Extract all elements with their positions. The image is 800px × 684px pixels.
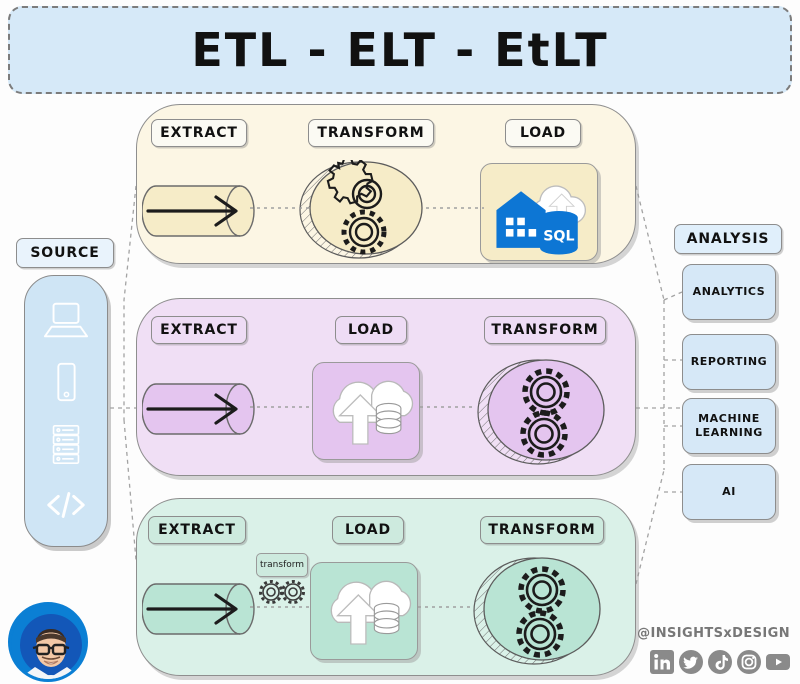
diagram-title-banner: ETL - ELT - EtLT — [8, 6, 792, 94]
youtube-icon[interactable] — [766, 650, 790, 674]
twitter-icon[interactable] — [679, 650, 703, 674]
instagram-icon[interactable] — [737, 650, 761, 674]
smartphone-icon — [57, 363, 76, 402]
dots-etl-2 — [426, 207, 484, 209]
page-title: ETL - ELT - EtLT — [191, 23, 609, 77]
analysis-item-ai[interactable]: AI — [682, 464, 776, 520]
dots-etlt-1 — [250, 606, 310, 608]
svg-text:SQL: SQL — [543, 228, 574, 244]
stage-label-elt-extract: EXTRACT — [151, 316, 247, 344]
pipe-arrow-icon-etlt — [142, 583, 255, 635]
linkedin-icon[interactable] — [650, 650, 674, 674]
mini-transform-label: transform — [256, 553, 308, 577]
stage-label-etl-extract: EXTRACT — [151, 119, 247, 147]
gears-disc-icon-etlt — [473, 557, 601, 665]
tiktok-icon[interactable] — [708, 650, 732, 674]
server-rack-icon — [52, 424, 80, 464]
analysis-item-reporting[interactable]: REPORTING — [682, 334, 776, 390]
load-icon-box-etlt — [310, 562, 418, 660]
dots-elt-2 — [420, 406, 476, 408]
gears-disc-icon-etl — [299, 160, 423, 259]
dots-elt-1 — [250, 406, 312, 408]
avatar — [8, 602, 88, 682]
stage-label-etl-load: LOAD — [505, 119, 581, 147]
load-icon-box-etl: SQL — [480, 163, 598, 261]
cloud-upload-db-icon-etlt — [330, 580, 412, 645]
mini-gears-icon — [259, 580, 305, 604]
dots-etlt-2 — [418, 606, 474, 608]
social-handle: @INSIGHTSxDESIGN — [637, 626, 790, 641]
stage-label-elt-load: LOAD — [335, 316, 407, 344]
stage-label-etlt-transform: TRANSFORM — [480, 516, 604, 544]
analysis-item-analytics[interactable]: ANALYTICS — [682, 264, 776, 320]
cloud-upload-db-icon — [332, 380, 414, 445]
warehouse-cloud-sql-icon: SQL — [496, 185, 586, 255]
code-icon — [47, 492, 85, 519]
stage-label-etlt-load: LOAD — [332, 516, 404, 544]
analysis-label: ANALYSIS — [674, 224, 782, 254]
stage-label-elt-transform: TRANSFORM — [484, 316, 606, 344]
load-icon-box-elt — [312, 362, 420, 460]
laptop-icon — [43, 302, 89, 338]
source-label: SOURCE — [16, 238, 114, 268]
source-panel — [24, 275, 108, 547]
gears-disc-icon-elt — [477, 359, 605, 465]
profile-photo — [11, 605, 85, 679]
analysis-item-machine-learning[interactable]: MACHINE LEARNING — [682, 398, 776, 454]
stage-label-etlt-extract: EXTRACT — [148, 516, 246, 544]
pipe-arrow-icon-elt — [142, 383, 255, 435]
dots-etl-1 — [250, 207, 310, 209]
pipe-arrow-icon-etl — [142, 185, 255, 237]
stage-label-etl-transform: TRANSFORM — [308, 119, 434, 147]
social-icons — [650, 650, 790, 674]
